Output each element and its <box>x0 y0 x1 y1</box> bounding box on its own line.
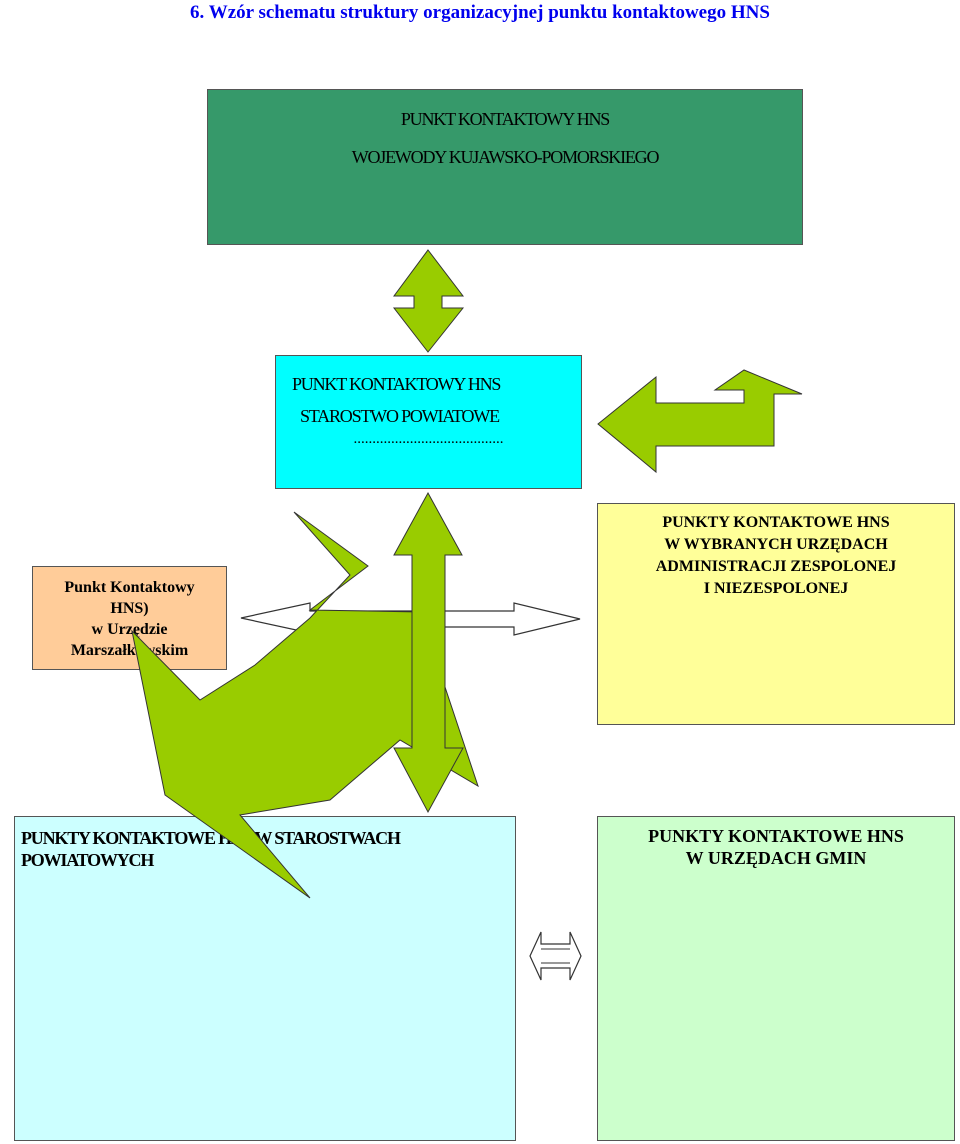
box-administracja-zespolona: PUNKTY KONTAKTOWE HNS W WYBRANYCH URZĘDA… <box>597 503 955 725</box>
double-arrow-powiaty-gminy <box>529 931 582 981</box>
box-starostwo-dots: ........................................ <box>353 431 504 447</box>
box-powiaty-line1: PUNKTY KONTAKTOWE HNS W STAROSTWACH <box>21 828 401 848</box>
box-punkt-wojewody: PUNKT KONTAKTOWY HNS WOJEWODY KUJAWSKO-P… <box>207 89 803 245</box>
box-zespolone-line2: W WYBRANYCH URZĘDACH <box>664 536 888 553</box>
box-starostwo-line1: PUNKT KONTAKTOWY HNS <box>292 374 501 394</box>
double-arrow-wojewoda-starostwo <box>392 249 465 353</box>
box-wojewoda-line1: PUNKT KONTAKTOWY HNS <box>400 109 610 129</box>
bent-arrow-zespolone-starostwo <box>597 369 803 474</box>
box-zespolone-line1: PUNKTY KONTAKTOWE HNS <box>662 514 890 531</box>
box-powiaty-line2: POWIATOWYCH <box>21 850 154 870</box>
double-arrow-marszalek-zespolone <box>240 602 581 636</box>
box-zespolone-line4: I NIEZESPOLONEJ <box>703 580 849 597</box>
box-marszalek-line3: w Urzędzie <box>91 621 168 638</box>
box-zespolone-line3: ADMINISTRACJI ZESPOLONEJ <box>655 558 897 575</box>
box-wojewoda-line2: WOJEWODY KUJAWSKO-POMORSKIEGO <box>351 147 660 167</box>
box-gminy-line1: PUNKTY KONTAKTOWE HNS <box>648 826 904 846</box>
box-gminy-line2: W URZĘDACH GMIN <box>685 848 867 868</box>
box-urzad-marszalkowski: Punkt Kontaktowy HNS) w Urzędzie Marszał… <box>32 566 227 670</box>
box-starostwo-line2: STAROSTWO POWIATOWE <box>300 406 500 426</box>
box-marszalek-line4: Marszałkowskim <box>70 642 189 659</box>
double-arrow-starostwo-powiaty <box>393 491 464 814</box>
box-starostwa-powiatowe: PUNKTY KONTAKTOWE HNS W STAROSTWACH POWI… <box>14 816 516 1141</box>
page-title: 6. Wzór schematu struktury organizacyjne… <box>190 2 770 23</box>
box-urzedy-gmin: PUNKTY KONTAKTOWE HNS W URZĘDACH GMIN <box>597 816 955 1141</box>
box-marszalek-line2: HNS) <box>110 600 149 617</box>
box-marszalek-line1: Punkt Kontaktowy <box>64 579 195 596</box>
box-starostwo-powiatowe: PUNKT KONTAKTOWY HNS STAROSTWO POWIATOWE… <box>275 355 582 489</box>
